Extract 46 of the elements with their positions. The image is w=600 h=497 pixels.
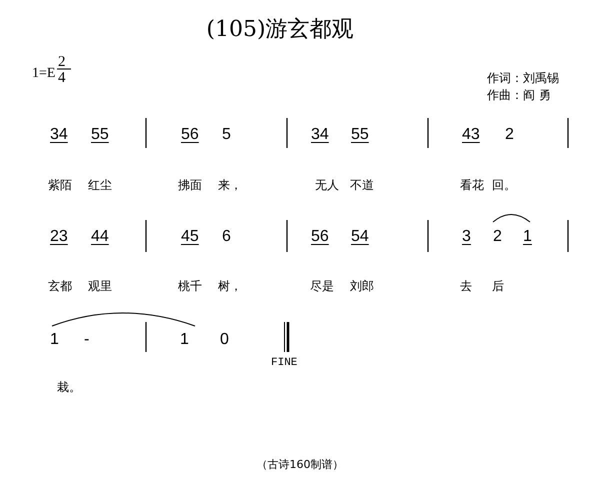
lyric-text: 树，: [218, 278, 242, 295]
note-number: 23: [50, 228, 68, 246]
lyric-text: 后: [492, 278, 504, 295]
time-signature-digit: 2: [58, 54, 66, 71]
note-number: 0: [220, 331, 229, 349]
lyric-text: 玄都: [48, 278, 72, 295]
lyric-text: 栽。: [57, 379, 81, 396]
note-number: 56: [311, 228, 329, 246]
lyric-text: 来，: [218, 177, 242, 194]
note-number: 1: [180, 331, 189, 349]
note-number: 55: [91, 126, 109, 144]
note-number: 45: [181, 228, 199, 246]
lyric-text: 拂面: [178, 177, 202, 194]
lyric-text: 红尘: [88, 177, 112, 194]
note-number: -: [84, 331, 90, 349]
lyric-text: 桃千: [178, 278, 202, 295]
note-number: 1: [50, 331, 59, 349]
note-number: 1: [523, 228, 532, 246]
credit-text: 作曲：阎 勇: [487, 87, 551, 104]
note-number: 44: [91, 228, 109, 246]
lyric-text: 紫陌: [48, 177, 72, 194]
lyric-text: 回。: [492, 177, 516, 194]
credit-text: 作词：刘禹锡: [487, 70, 559, 87]
lyric-text: 不道: [350, 177, 374, 194]
note-number: 6: [222, 228, 231, 246]
lyric-text: 观里: [88, 278, 112, 295]
lyric-text: 刘郎: [350, 278, 374, 295]
note-number: 34: [50, 126, 68, 144]
fine-marking: FINE: [271, 357, 298, 369]
note-number: 34: [311, 126, 329, 144]
note-number: 55: [351, 126, 369, 144]
score-title: (105)游玄都观: [205, 16, 355, 44]
lyric-text: 尽是: [310, 278, 334, 295]
note-number: 54: [351, 228, 369, 246]
note-number: 2: [505, 126, 514, 144]
note-number: 3: [462, 228, 471, 246]
lyric-text: 去: [460, 278, 472, 295]
note-number: 43: [462, 126, 480, 144]
note-number: 2: [493, 228, 502, 246]
lyric-text: 看花: [460, 177, 484, 194]
caption: （古诗160制谱）: [256, 457, 344, 472]
note-number: 56: [181, 126, 199, 144]
time-signature-digit: 4: [58, 70, 66, 87]
lyric-text: 无人: [315, 177, 339, 194]
note-number: 5: [222, 126, 231, 144]
key-signature: 1=E: [32, 66, 56, 82]
